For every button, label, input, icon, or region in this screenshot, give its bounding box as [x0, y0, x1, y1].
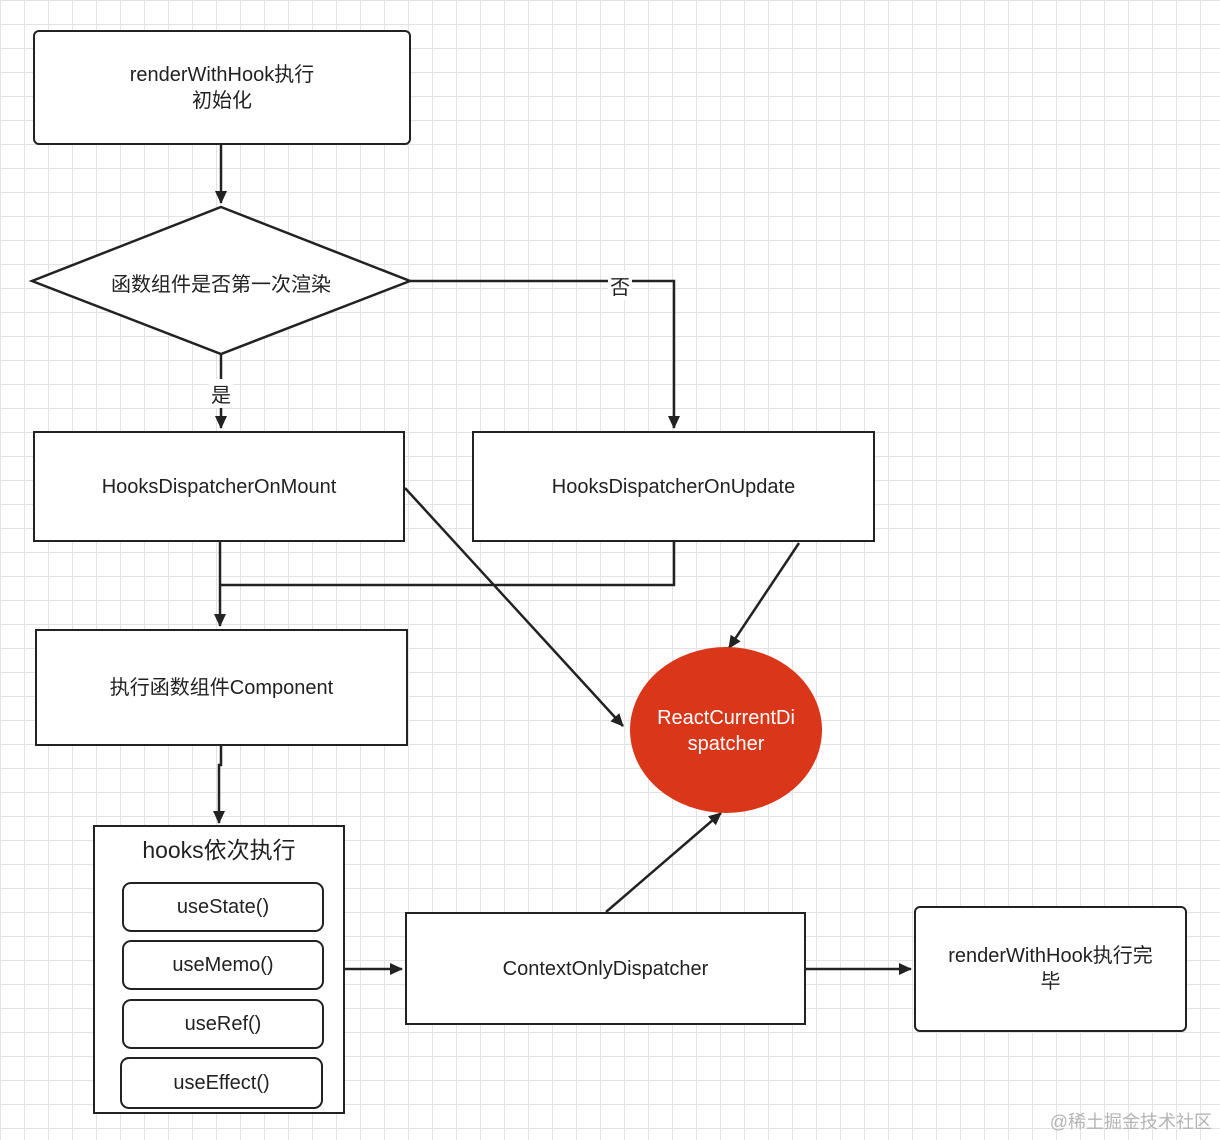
- hook-use-effect: useEffect(): [120, 1057, 323, 1109]
- decision-label: 函数组件是否第一次渲染: [40, 262, 402, 302]
- context-only-label: ContextOnlyDispatcher: [502, 957, 709, 980]
- react-current-dispatcher-circle: [630, 647, 822, 813]
- react-current-line2: spatcher: [687, 733, 765, 755]
- edge-decision-no-to-update: [410, 279, 680, 429]
- hook-use-state: useState(): [122, 882, 324, 932]
- on-mount-label: HooksDispatcherOnMount: [101, 475, 337, 498]
- render-done-node: renderWithHook执行完 毕: [914, 906, 1187, 1032]
- edge-label-yes: 是: [209, 379, 233, 408]
- exec-component-node: 执行函数组件Component: [35, 629, 408, 746]
- render-init-line2: 初始化: [192, 89, 252, 112]
- edge-mount-to-dispatcher: [404, 487, 624, 727]
- render-init-node: renderWithHook执行 初始化: [33, 30, 411, 145]
- edge-update-to-component: [220, 542, 676, 587]
- edge-label-no: 否: [608, 271, 632, 300]
- decision-diamond: [28, 205, 414, 356]
- hook-use-memo-label: useMemo(): [172, 953, 274, 976]
- context-only-dispatcher-node: ContextOnlyDispatcher: [405, 912, 806, 1025]
- decision-text: 函数组件是否第一次渲染: [111, 273, 331, 296]
- hook-use-ref-label: useRef(): [184, 1012, 262, 1035]
- react-current-dispatcher-label: ReactCurrentDi spatcher: [630, 705, 822, 757]
- react-current-line1: ReactCurrentDi: [657, 707, 795, 729]
- render-done-line2: 毕: [1040, 971, 1061, 993]
- hooks-group-title: hooks依次执行: [142, 837, 296, 863]
- hook-use-memo: useMemo(): [122, 940, 324, 990]
- edge-context-to-dispatcher: [605, 812, 722, 913]
- edge-component-to-hooks: [213, 746, 225, 824]
- hook-use-ref: useRef(): [122, 999, 324, 1049]
- hooks-dispatcher-on-mount-node: HooksDispatcherOnMount: [33, 431, 405, 542]
- hook-use-effect-label: useEffect(): [173, 1071, 270, 1094]
- render-init-line1: renderWithHook执行: [129, 63, 315, 86]
- on-update-label: HooksDispatcherOnUpdate: [551, 475, 796, 498]
- hook-use-state-label: useState(): [176, 895, 270, 918]
- edge-update-to-dispatcher: [727, 542, 801, 649]
- watermark: @稀土掘金技术社区: [1049, 1112, 1212, 1132]
- hooks-dispatcher-on-update-node: HooksDispatcherOnUpdate: [472, 431, 875, 542]
- render-done-line1: renderWithHook执行完: [948, 945, 1153, 967]
- exec-component-label: 执行函数组件Component: [109, 676, 334, 699]
